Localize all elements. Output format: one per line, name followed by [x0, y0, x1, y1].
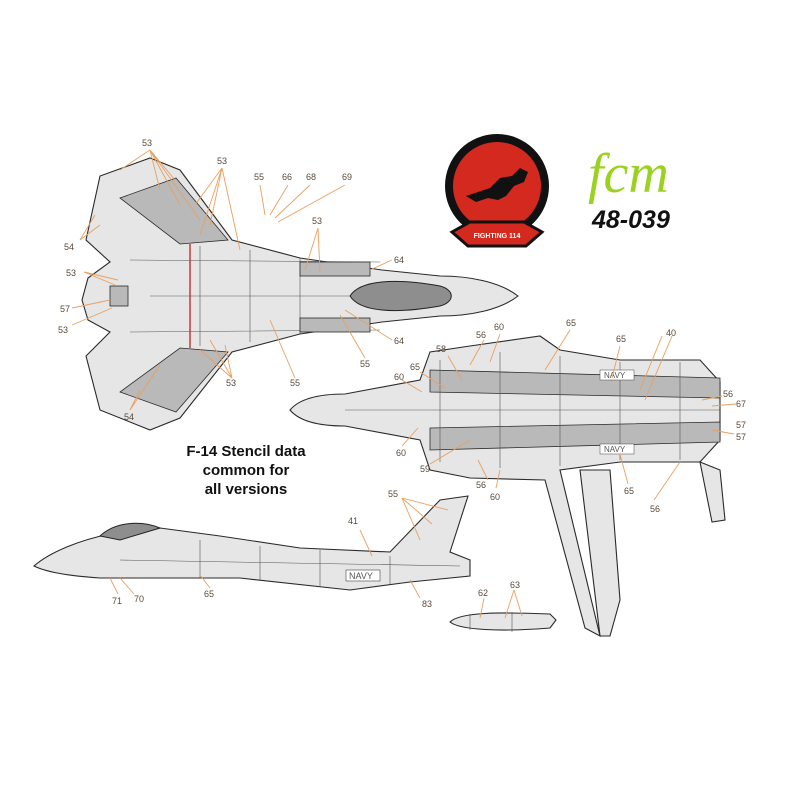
callout-number: 66: [282, 172, 292, 182]
caption-line-2: common for: [203, 462, 290, 479]
callout-number: 65: [566, 318, 576, 328]
callout-number: 60: [490, 492, 500, 502]
caption-line-1: F-14 Stencil data: [186, 443, 306, 460]
callout-number: 53: [58, 325, 68, 335]
callout-number: 53: [66, 268, 76, 278]
callout-number: 53: [217, 156, 227, 166]
callout-number: 59: [420, 464, 430, 474]
navy-marking-upper: NAVY: [604, 371, 626, 380]
callout-number: 55: [290, 378, 300, 388]
callout-number: 65: [204, 589, 214, 599]
top-view-aircraft: [81, 157, 519, 431]
callout-number: 56: [650, 504, 660, 514]
callout-number: 65: [624, 486, 634, 496]
callout-number: 68: [306, 172, 316, 182]
drop-tank: 62 63: [449, 580, 557, 632]
brand-logo: fcm: [588, 143, 669, 205]
callout-number: 70: [134, 594, 144, 604]
callout-number: 60: [396, 448, 406, 458]
side-view-numbers: 55 41 71 70 65 83: [112, 489, 432, 609]
insignia-ribbon: [449, 220, 545, 248]
bottom-view-numbers: 56 60 65 58 65 60 65 40 56 67 57 60 59 5…: [394, 318, 746, 514]
callout-number: 83: [422, 599, 432, 609]
side-view-leaders: [109, 497, 449, 599]
callout-number: 62: [478, 588, 488, 598]
callout-number: 60: [494, 322, 504, 332]
callout-number: 71: [112, 596, 122, 606]
squadron-insignia: FIGHTING 114: [445, 134, 549, 248]
callout-number: 54: [64, 242, 74, 252]
callout-number: 57: [60, 304, 70, 314]
callout-number: 69: [342, 172, 352, 182]
top-view-leaders: [71, 149, 393, 411]
callout-number: 56: [723, 389, 733, 399]
top-view-numbers: 53 53 54 55 66 68 69 53 64 53 57 53 64 5…: [58, 138, 404, 422]
callout-number: 65: [616, 334, 626, 344]
navy-marking-lower: NAVY: [604, 445, 626, 454]
callout-number: 60: [394, 372, 404, 382]
callout-number: 53: [312, 216, 322, 226]
callout-number: 58: [436, 344, 446, 354]
callout-number: 67: [736, 399, 746, 409]
callout-number: 64: [394, 336, 404, 346]
callout-number: 55: [388, 489, 398, 499]
callout-number: 55: [360, 359, 370, 369]
bottom-view-leaders: [401, 329, 737, 501]
callout-number: 40: [666, 328, 676, 338]
bottom-view-aircraft: NAVY NAVY: [289, 335, 726, 638]
insignia-ribbon-text: FIGHTING 114: [474, 233, 521, 240]
product-code: 48-039: [591, 206, 670, 234]
navy-marking-side: NAVY: [349, 571, 373, 581]
caption-line-3: all versions: [205, 481, 288, 498]
callout-number: 65: [410, 362, 420, 372]
side-view-aircraft: NAVY: [33, 495, 471, 591]
callout-number: 54: [124, 412, 134, 422]
callout-number: 57: [736, 432, 746, 442]
callout-number: 55: [254, 172, 264, 182]
callout-number: 53: [226, 378, 236, 388]
roadrunner-icon: [466, 168, 528, 202]
callout-number: 64: [394, 255, 404, 265]
callout-number: 56: [476, 480, 486, 490]
callout-number: 63: [510, 580, 520, 590]
stencil-caption: F-14 Stencil data common for all version…: [186, 443, 306, 498]
callout-number: 53: [142, 138, 152, 148]
callout-number: 41: [348, 516, 358, 526]
callout-number: 57: [736, 420, 746, 430]
callout-number: 56: [476, 330, 486, 340]
